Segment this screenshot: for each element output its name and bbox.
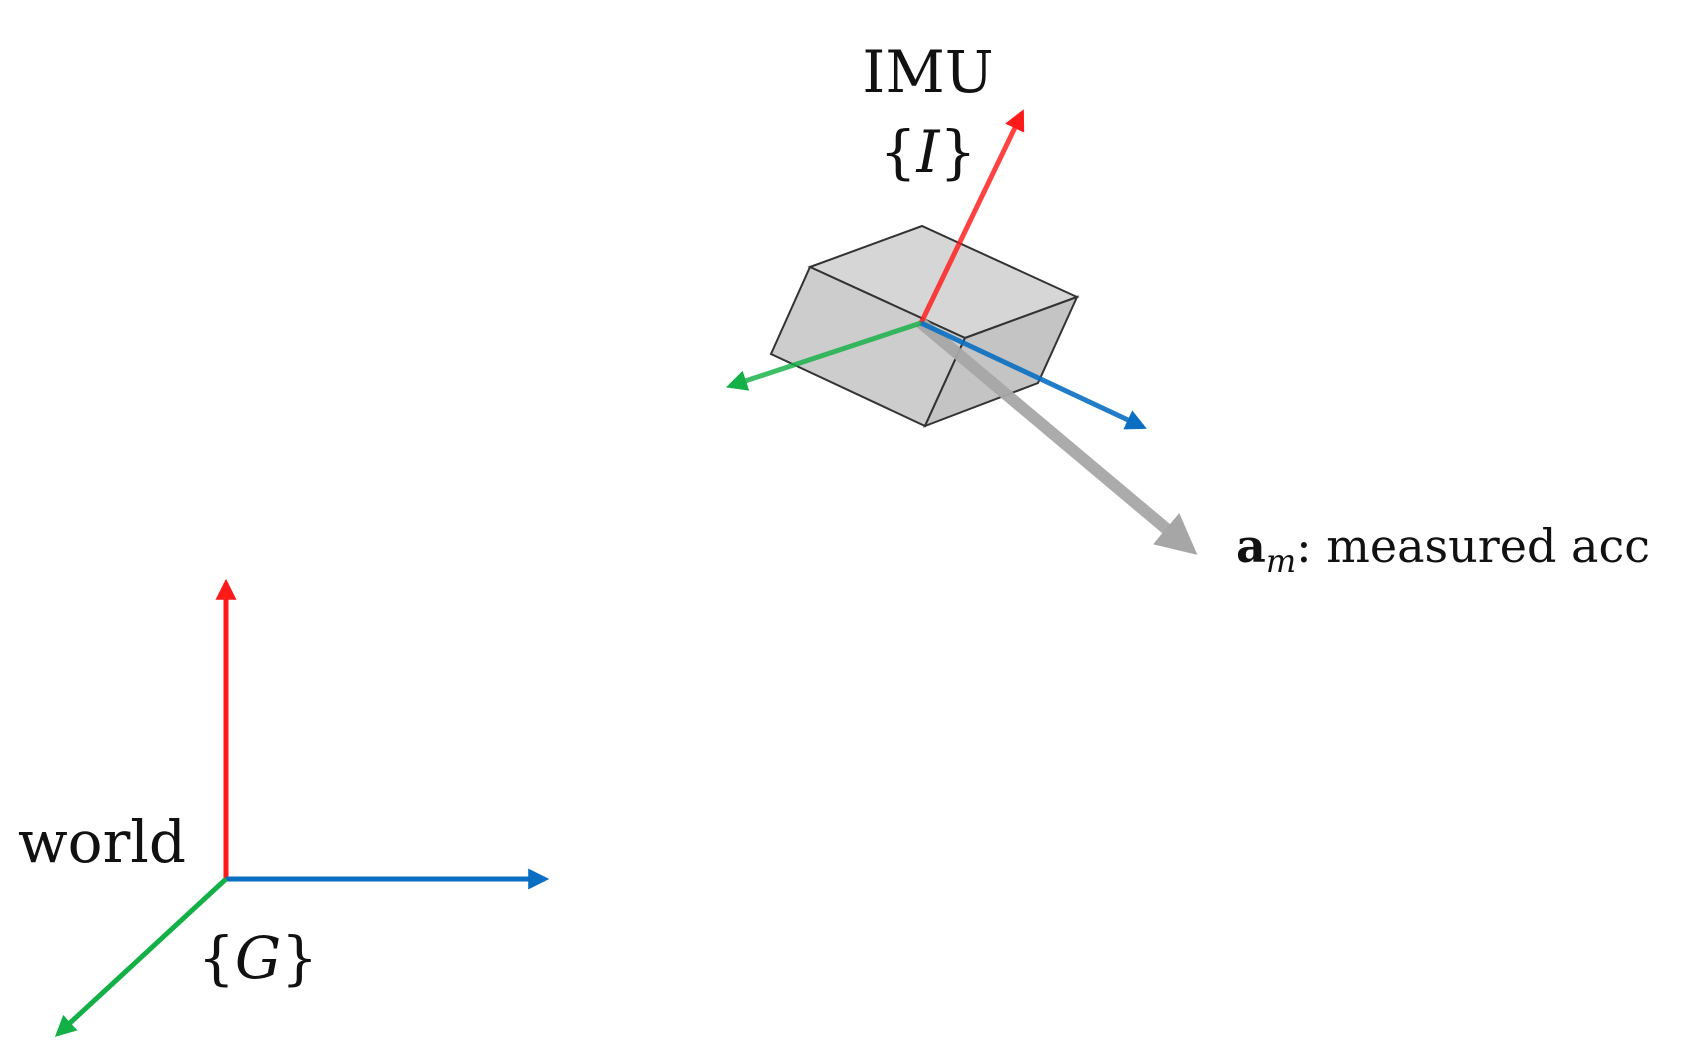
imu-z-axis-arrow (918, 109, 1025, 325)
world-axes (54, 578, 550, 1037)
measured-acceleration-arrow (916, 317, 1198, 555)
imu-x-axis-arrow (919, 320, 1147, 430)
imu-title: IMU (862, 38, 993, 106)
measured-acceleration-label: am: measured acc (1236, 519, 1650, 580)
imu-frame-label: {I} (880, 118, 977, 186)
world-title: world (18, 808, 186, 876)
world-frame-label: {G} (198, 924, 318, 992)
imu-y-axis-arrow (726, 320, 922, 391)
world-y-axis-arrow (54, 877, 228, 1037)
imu-axes (726, 109, 1147, 430)
